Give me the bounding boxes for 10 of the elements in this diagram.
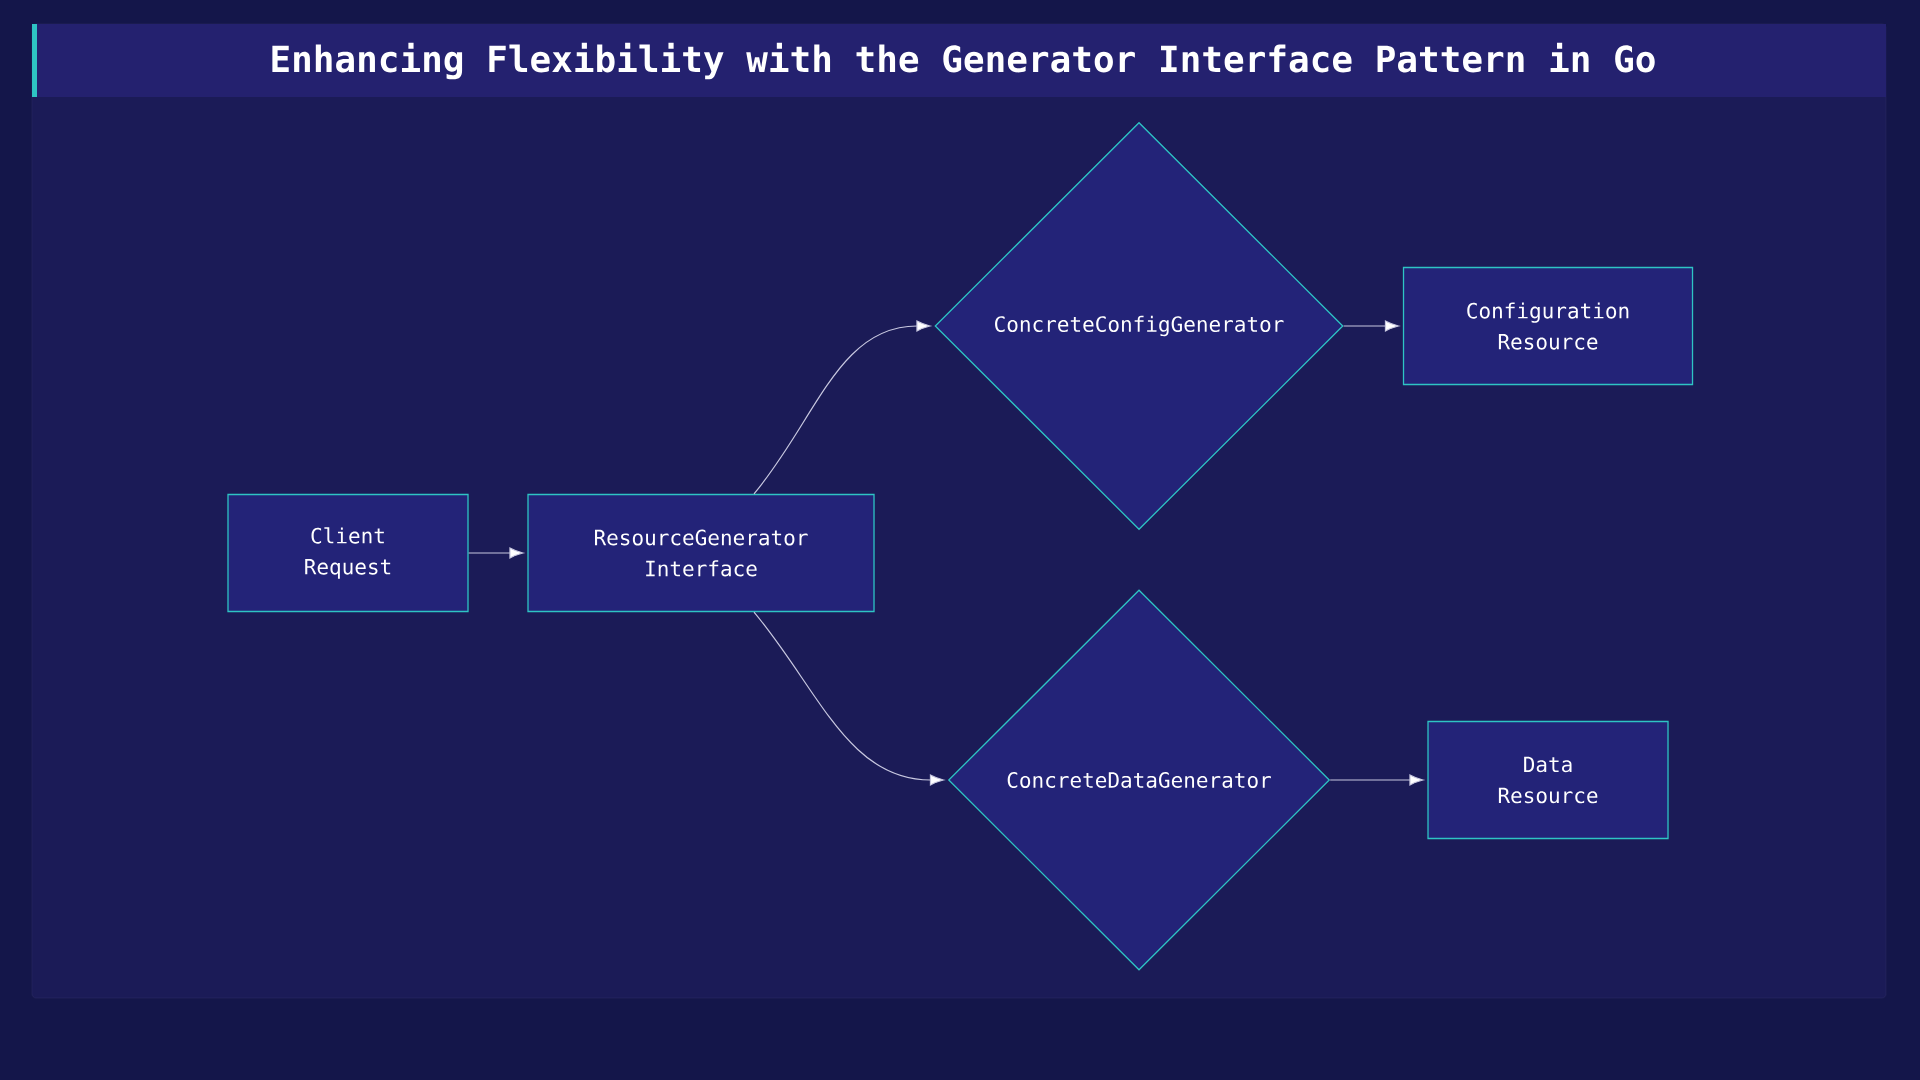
arrow: [468, 547, 524, 559]
arrow: [1343, 320, 1399, 332]
process-box: Configuration Resource: [1402, 266, 1694, 386]
arrow: [753, 611, 944, 786]
arrow: [753, 320, 931, 495]
arrow: [1329, 774, 1424, 786]
title-bar: Enhancing Flexibility with the Generator Interface Pattern in Go: [32, 24, 1886, 97]
process-box: Data Resource: [1427, 720, 1669, 840]
process-box: Client Request: [227, 493, 469, 613]
process-box: ResourceGenerator Interface: [527, 493, 875, 613]
